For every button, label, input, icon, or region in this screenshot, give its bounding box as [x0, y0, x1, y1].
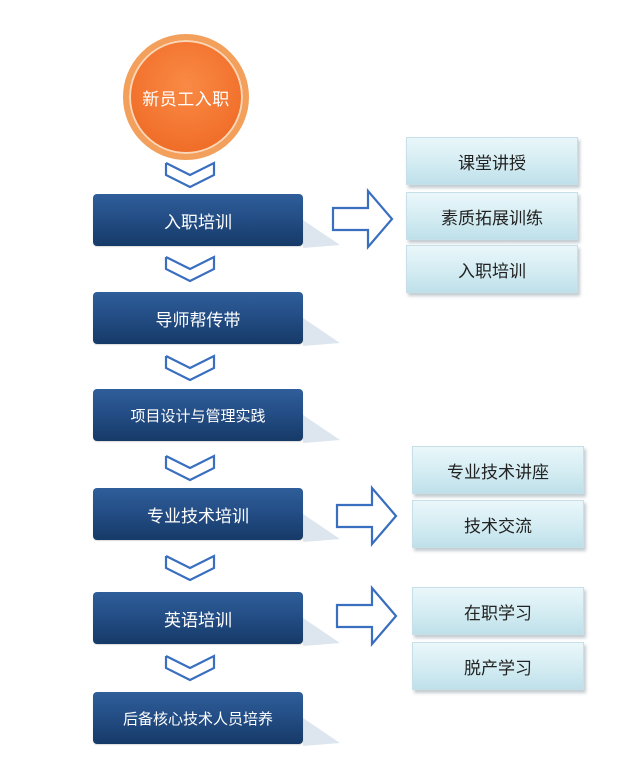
step-box: 英语培训: [93, 592, 303, 644]
detail-box: 素质拓展训练: [406, 192, 578, 240]
down-arrows: [164, 161, 216, 682]
step-shadow: [303, 220, 340, 248]
detail-box: 在职学习: [412, 587, 584, 635]
right-arrow-icon: [335, 585, 398, 647]
down-chevron-icon: [164, 454, 216, 482]
detail-label: 技术交流: [464, 516, 532, 537]
step-label: 入职培训: [164, 212, 232, 233]
right-arrows: [331, 188, 398, 647]
step-shadow: [303, 718, 340, 746]
step-label: 后备核心技术人员培养: [122, 709, 273, 728]
detail-box: 专业技术讲座: [412, 446, 584, 494]
detail-box: 脱产学习: [412, 642, 584, 690]
detail-label: 在职学习: [464, 603, 532, 624]
step-box: 专业技术培训: [93, 488, 303, 540]
detail-label: 课堂讲授: [458, 153, 526, 174]
detail-label: 素质拓展训练: [441, 208, 543, 229]
step-label: 专业技术培训: [147, 506, 249, 527]
step-label: 导师帮传带: [155, 310, 241, 331]
down-chevron-icon: [164, 161, 216, 189]
step-shadow: [303, 618, 340, 646]
step-box: 项目设计与管理实践: [93, 389, 303, 441]
step-label: 项目设计与管理实践: [130, 406, 266, 425]
step-shadows: [303, 220, 340, 746]
right-arrow-icon: [331, 188, 394, 250]
step-shadow: [303, 415, 340, 443]
down-chevron-icon: [164, 554, 216, 582]
detail-label: 专业技术讲座: [447, 462, 549, 483]
down-chevron-icon: [164, 654, 216, 682]
step-box: 后备核心技术人员培养: [93, 692, 303, 744]
down-chevron-icon: [164, 354, 216, 382]
down-chevron-icon: [164, 255, 216, 283]
step-box: 入职培训: [93, 194, 303, 246]
step-shadow: [303, 318, 340, 346]
start-node: 新员工入职: [123, 34, 249, 160]
detail-label: 脱产学习: [464, 658, 532, 679]
detail-box: 课堂讲授: [406, 137, 578, 185]
step-shadow: [303, 514, 340, 542]
detail-box: 入职培训: [406, 245, 578, 293]
start-label: 新员工入职: [142, 89, 230, 110]
detail-label: 入职培训: [458, 261, 526, 282]
step-label: 英语培训: [164, 610, 232, 631]
right-arrow-icon: [335, 485, 398, 547]
detail-box: 技术交流: [412, 500, 584, 548]
step-box: 导师帮传带: [93, 292, 303, 344]
